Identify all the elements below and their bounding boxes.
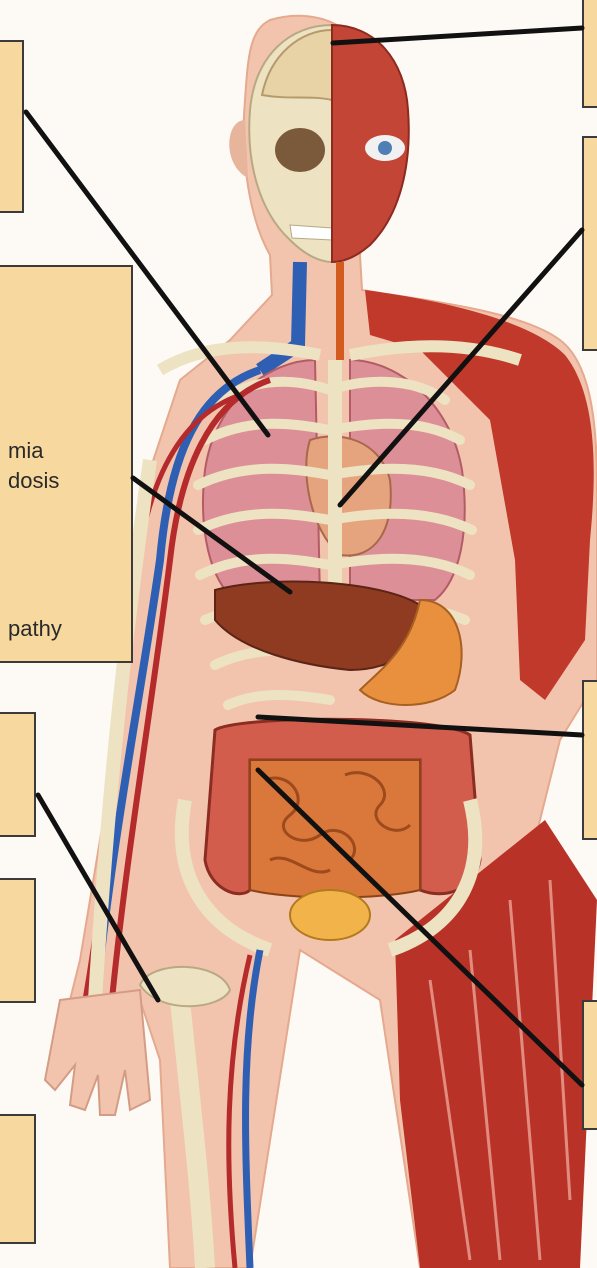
leader-line-heart [340,230,582,505]
leader-line-stomach [258,717,582,735]
leader-line-brain [333,28,582,43]
leader-line-intestine [258,770,582,1085]
leader-line-arm-bone [38,795,158,1000]
leader-line-lungs [26,112,268,435]
leader-line-liver [133,478,290,592]
